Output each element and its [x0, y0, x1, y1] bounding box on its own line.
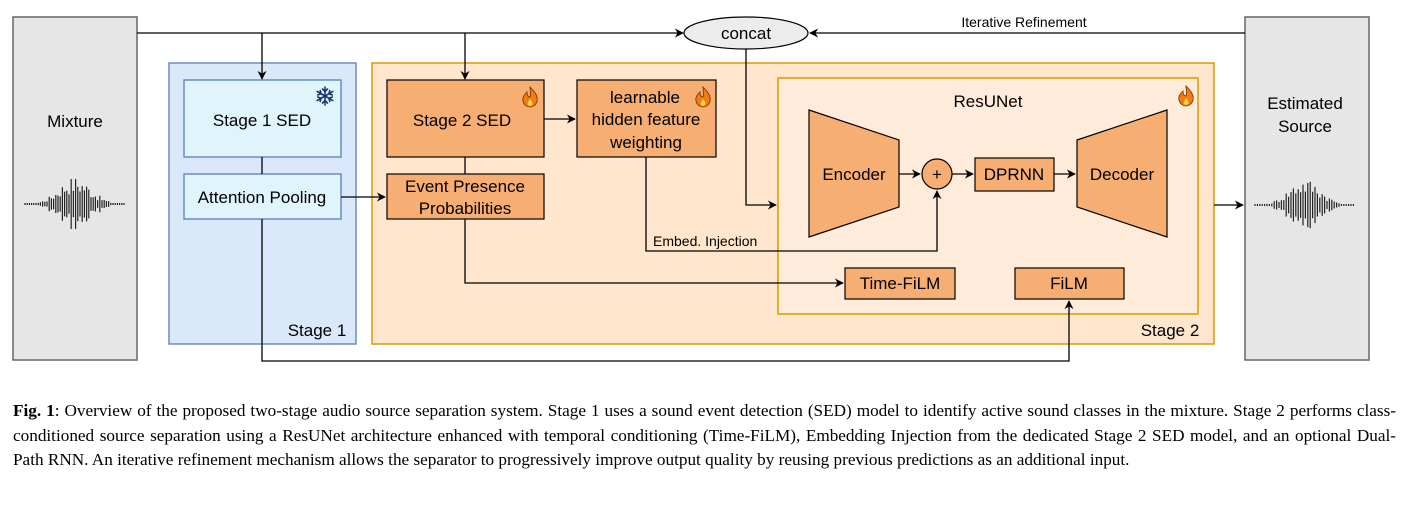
decoder-label: Decoder	[1090, 165, 1155, 184]
stage1-sed-label: Stage 1 SED	[213, 111, 311, 130]
estimated-waveform-icon	[1254, 181, 1355, 229]
resunet-label: ResUNet	[954, 92, 1023, 111]
weighting-label-line2: hidden feature	[592, 110, 701, 129]
film-box	[1014, 267, 1125, 300]
film-label: FiLM	[1050, 274, 1088, 293]
stage1-label: Stage 1	[288, 321, 347, 340]
concat-label: concat	[721, 24, 771, 43]
mixture-waveform-icon	[24, 178, 125, 230]
embed-injection-arrow	[645, 157, 942, 252]
flame-icon	[1178, 85, 1194, 107]
figure-label: Fig. 1	[13, 401, 55, 420]
estimated-source-label-line1: Estimated	[1267, 94, 1343, 113]
event-presence-to-time-film-arrow	[464, 219, 844, 288]
estimated-source-label-line2: Source	[1278, 117, 1332, 136]
caption-text: : Overview of the proposed two-stage aud…	[13, 401, 1396, 469]
event-presence-label-line1: Event Presence	[405, 177, 525, 196]
flame-icon	[522, 86, 538, 108]
event-presence-label-line2: Probabilities	[419, 199, 512, 218]
connectors	[137, 28, 1245, 362]
embed-injection-label: Embed. Injection	[653, 233, 757, 249]
attention-pooling-label: Attention Pooling	[198, 188, 327, 207]
concat-to-resunet-arrow	[745, 49, 777, 210]
weighting-label-line3: weighting	[609, 133, 682, 152]
figure-caption: Fig. 1: Overview of the proposed two-sta…	[13, 399, 1396, 473]
time-film-box	[844, 267, 956, 300]
event-presence-box	[386, 173, 545, 220]
system-diagram: Mixture Estimated Source Stage 1 SED Att…	[12, 14, 1370, 362]
stage2-label: Stage 2	[1141, 321, 1200, 340]
sum-label: +	[932, 165, 942, 184]
encoder-block	[808, 109, 900, 238]
dprnn-label: DPRNN	[984, 165, 1044, 184]
decoder-block	[1076, 109, 1168, 238]
iterative-refinement-label: Iterative Refinement	[961, 14, 1086, 30]
stage2-sed-label: Stage 2 SED	[413, 111, 511, 130]
estimated-source-panel	[1244, 16, 1370, 361]
stage2-sed-box	[386, 79, 545, 158]
mixture-label: Mixture	[47, 112, 103, 131]
time-film-label: Time-FiLM	[860, 274, 941, 293]
flame-icon	[695, 86, 711, 108]
snowflake-icon	[316, 86, 334, 106]
pooling-to-film-arrow	[261, 219, 1074, 362]
encoder-label: Encoder	[822, 165, 886, 184]
dprnn-box	[974, 157, 1055, 192]
weighting-label-line1: learnable	[610, 88, 680, 107]
